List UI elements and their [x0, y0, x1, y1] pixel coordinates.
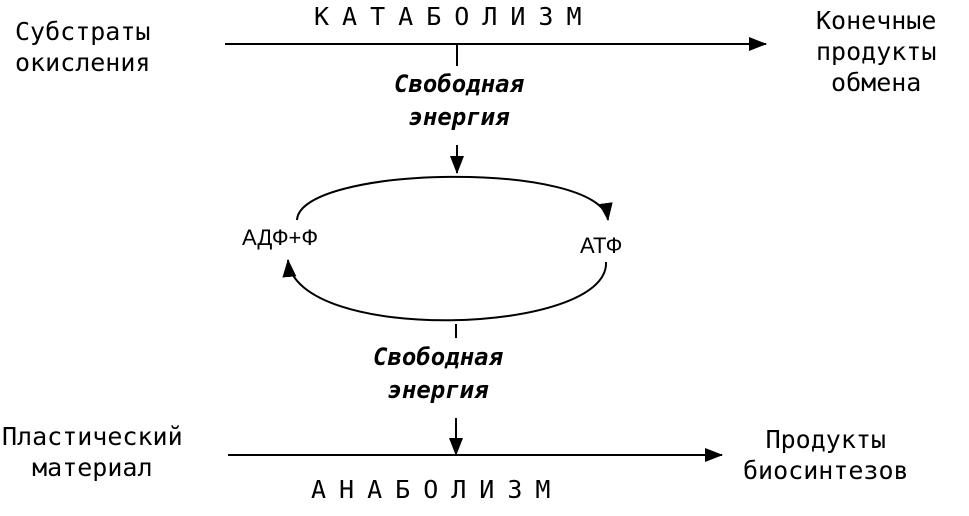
anabolism-title: АНАБОЛИЗМ — [311, 475, 564, 504]
cycle-adp-label: АДФ+Ф — [242, 225, 319, 250]
cycle-upper-arc — [296, 175, 613, 221]
cycle-lower-arc — [282, 259, 608, 322]
anabolism-output-label: Продукты биосинтезов — [743, 425, 909, 485]
catabolism-output-label: Конечные продукты обмена — [816, 6, 937, 97]
anabolism-energy-label: Свободная энергия — [373, 343, 504, 404]
anabolism-input-label: Пластический материал — [2, 422, 183, 482]
catabolism-input-label: Субстраты окисления — [15, 17, 151, 77]
cycle-atp-label: АТФ — [580, 233, 623, 258]
catabolism-title: КАТАБОЛИЗМ — [314, 2, 595, 31]
catabolism-energy-label: Свободная энергия — [394, 70, 525, 131]
